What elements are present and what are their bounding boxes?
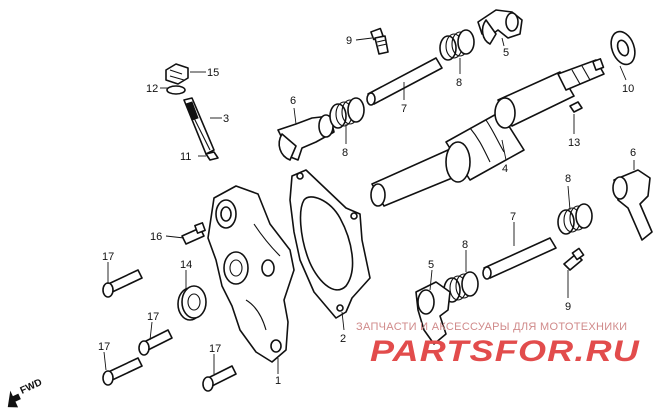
callout-8-bottom: 8 xyxy=(462,239,468,251)
part-17-bolt-b xyxy=(138,329,173,356)
part-17-bolt-d xyxy=(202,365,237,392)
part-11-pin xyxy=(205,151,219,161)
part-6-shift-fork-right xyxy=(612,169,653,241)
part-17-bolt-c xyxy=(102,357,143,386)
callout-6-left: 6 xyxy=(290,95,296,107)
part-5-shift-fork-bottom xyxy=(415,281,451,345)
part-12-washer xyxy=(166,85,186,95)
part-9-bolt-bottom xyxy=(563,247,585,271)
part-3-stopper-bolt xyxy=(183,97,215,155)
callout-8-right: 8 xyxy=(565,173,571,185)
part-7-rod-top xyxy=(366,57,443,106)
part-7-rod-bottom xyxy=(482,237,557,280)
leader-lines xyxy=(103,37,635,374)
part-8-spring-top xyxy=(439,29,475,61)
callout-5-bottom: 5 xyxy=(428,259,434,271)
callout-16: 16 xyxy=(150,231,162,243)
part-14-oil-seal xyxy=(177,285,207,321)
callout-13: 13 xyxy=(568,137,580,149)
part-17-bolt-a xyxy=(102,269,143,298)
watermark-brand: PARTSFOR.RU xyxy=(370,335,640,368)
fwd-label: FWD xyxy=(19,377,44,397)
part-6-shift-fork-left xyxy=(277,114,335,161)
watermark: ЗАПЧАСТИ И АКСЕССУАРЫ ДЛЯ МОТОТЕХНИКИ PA… xyxy=(356,321,640,368)
callout-17-b: 17 xyxy=(147,311,159,323)
callout-numbers: 9 5 8 7 10 15 12 3 11 6 8 13 4 6 8 7 8 5… xyxy=(98,35,636,387)
part-10-washer xyxy=(610,30,636,66)
callout-7-top: 7 xyxy=(401,103,407,115)
callout-17-a: 17 xyxy=(102,251,114,263)
part-5-shift-fork-top xyxy=(477,9,523,45)
part-8-spring-left xyxy=(329,97,365,129)
callout-12: 12 xyxy=(146,83,158,95)
callout-9-bottom: 9 xyxy=(565,301,571,313)
callout-14: 14 xyxy=(180,259,192,271)
part-13-pin xyxy=(569,101,583,113)
callout-11: 11 xyxy=(180,151,191,163)
part-2-gasket xyxy=(289,169,371,319)
part-9-bolt-top xyxy=(370,27,389,55)
callout-4: 4 xyxy=(502,163,508,175)
callout-8-left: 8 xyxy=(342,147,348,159)
callout-15: 15 xyxy=(207,67,219,79)
callout-17-d: 17 xyxy=(209,343,221,355)
callout-1: 1 xyxy=(275,375,281,387)
callout-2: 2 xyxy=(340,333,346,345)
part-4-shift-drum xyxy=(370,58,605,207)
callout-17-c: 17 xyxy=(98,341,110,353)
callout-7-bottom: 7 xyxy=(510,211,516,223)
callout-3: 3 xyxy=(223,113,229,125)
part-16-bolt xyxy=(181,222,206,245)
callout-9-top: 9 xyxy=(346,35,352,47)
fwd-arrow: FWD xyxy=(7,377,44,408)
callout-6-right: 6 xyxy=(630,147,636,159)
watermark-caption: ЗАПЧАСТИ И АКСЕССУАРЫ ДЛЯ МОТОТЕХНИКИ xyxy=(356,321,627,333)
part-15-nut xyxy=(165,63,189,85)
callout-8-top: 8 xyxy=(456,77,462,89)
part-8-spring-right xyxy=(557,203,593,235)
callout-5-top: 5 xyxy=(503,47,509,59)
part-1-housing xyxy=(207,185,295,363)
callout-10: 10 xyxy=(622,83,634,95)
